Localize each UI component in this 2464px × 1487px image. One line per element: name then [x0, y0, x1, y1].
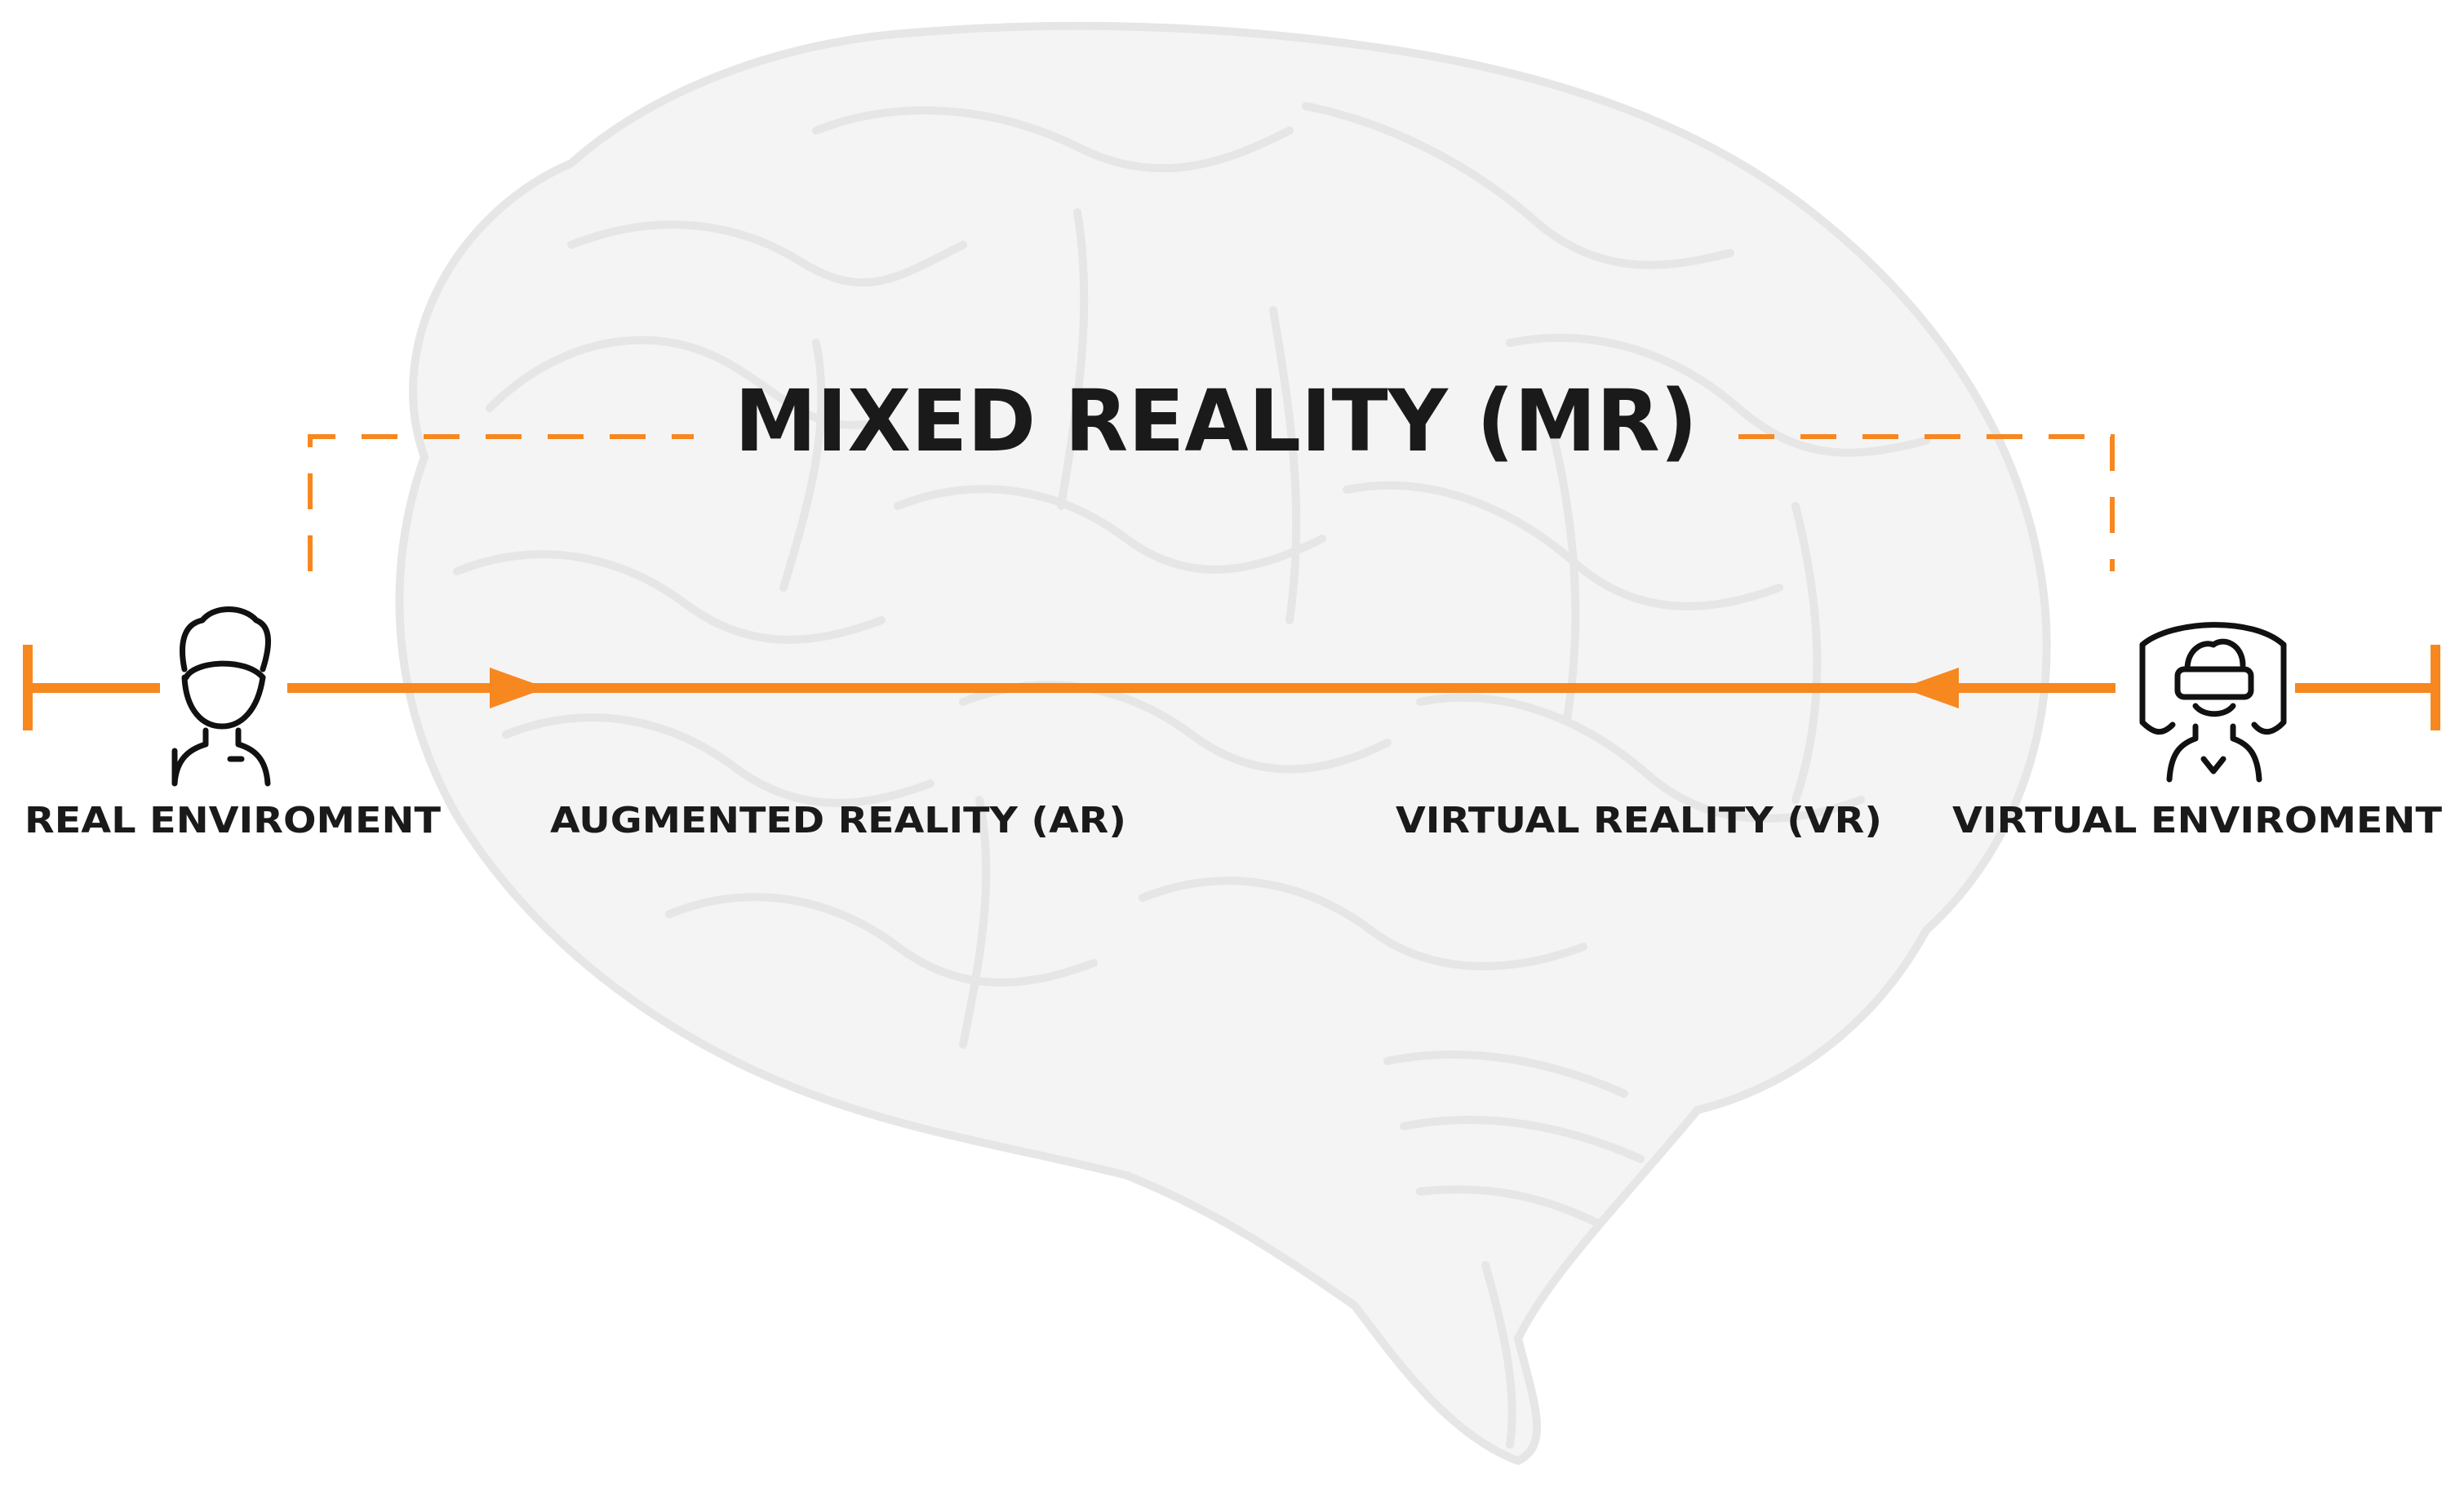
mr-dashed-bracket [308, 434, 2115, 571]
person-icon [171, 606, 272, 787]
brain-illustration [395, 21, 2051, 1465]
label-virtual-reality: VIRTUAL REALITY (VR) [1396, 800, 1882, 841]
vr-headset-person-icon [2139, 622, 2287, 783]
label-virtual-environment: VIRTUAL ENVIROMENT [1952, 800, 2442, 841]
label-real-environment: REAL ENVIROMENT [24, 800, 441, 841]
label-augmented-reality: AUGMENTED REALITY (AR) [550, 800, 1126, 841]
arrowhead-left [1902, 668, 1959, 708]
diagram-title: MIXED REALITY (MR) [735, 371, 1698, 471]
arrowhead-right [490, 668, 547, 708]
reality-continuum-line [23, 645, 2440, 730]
